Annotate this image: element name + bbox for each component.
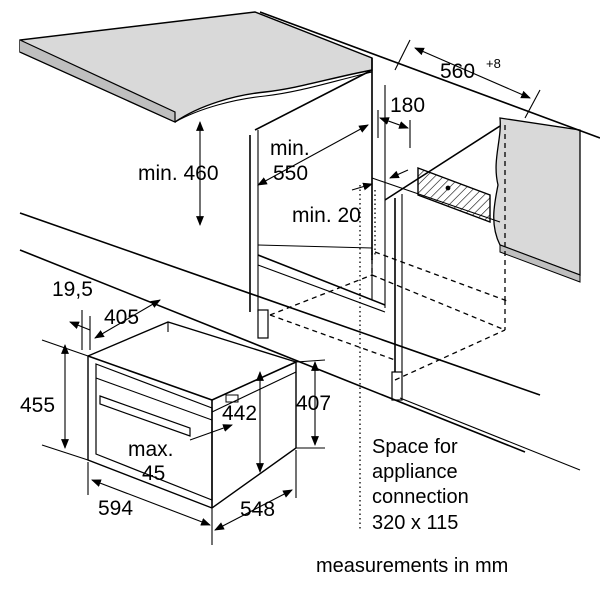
dim-560: 560 bbox=[440, 60, 475, 83]
dim-405: 405 bbox=[104, 306, 139, 329]
appliance-volume-dashed bbox=[269, 125, 511, 530]
dim-min-460: min. 460 bbox=[138, 162, 219, 185]
dim-560-tolerance: +8 bbox=[486, 56, 501, 71]
connection-note: Space for appliance connection 320 x 115 bbox=[372, 436, 469, 534]
connection-box bbox=[417, 166, 491, 224]
dim-407: 407 bbox=[296, 392, 331, 415]
oven-appliance bbox=[87, 321, 297, 509]
dim-442: 442 bbox=[222, 402, 257, 425]
dim-min-550-line2: 550 bbox=[273, 162, 308, 185]
note-space-line4: 320 x 115 bbox=[372, 512, 458, 534]
right-cabinet bbox=[493, 117, 581, 283]
dim-max-45-line1: max. bbox=[128, 438, 174, 461]
note-space-line3: connection bbox=[372, 486, 469, 508]
dim-455: 455 bbox=[20, 394, 55, 417]
installation-niche bbox=[19, 11, 600, 471]
dimension-lines bbox=[41, 39, 541, 545]
dim-594: 594 bbox=[98, 497, 133, 520]
dim-19-5: 19,5 bbox=[52, 278, 93, 301]
dimension-labels: 560 +8 180 min. 460 min. 550 min. 20 19,… bbox=[20, 56, 501, 521]
dim-180: 180 bbox=[390, 94, 425, 117]
dim-548: 548 bbox=[240, 498, 275, 521]
dim-max-45-line2: 45 bbox=[142, 462, 165, 485]
note-space-line1: Space for bbox=[372, 436, 458, 458]
note-space-line2: appliance bbox=[372, 461, 458, 483]
dim-min-20: min. 20 bbox=[292, 204, 361, 227]
worktop bbox=[19, 11, 373, 123]
dim-min-550-line1: min. bbox=[270, 137, 310, 160]
units-note: measurements in mm bbox=[316, 555, 508, 577]
